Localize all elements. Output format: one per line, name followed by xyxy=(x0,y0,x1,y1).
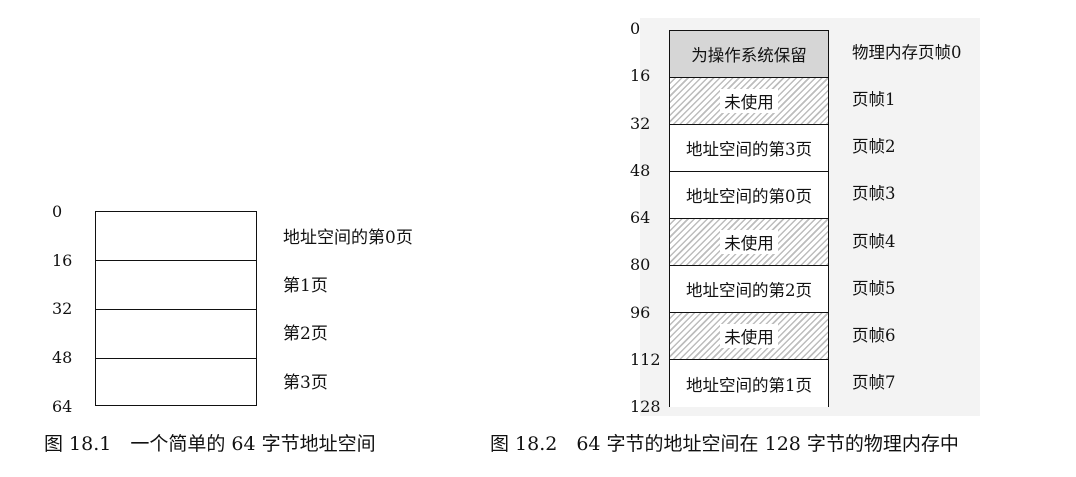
frame-label-1: 页帧1 xyxy=(852,90,896,109)
f2-tick-128: 128 xyxy=(630,397,661,416)
f2-tick-48: 48 xyxy=(630,161,651,180)
frame-cell-4: 未使用 xyxy=(670,219,828,266)
frame-cell-label: 地址空间的第0页 xyxy=(686,187,812,206)
f1-tick-64: 64 xyxy=(52,397,73,416)
f2-tick-16: 16 xyxy=(630,66,651,85)
f2-tick-32: 32 xyxy=(630,114,651,133)
frame-label-6: 页帧6 xyxy=(852,326,896,345)
frame-label-0: 物理内存页帧0 xyxy=(852,43,962,62)
frame-cell-2: 地址空间的第3页 xyxy=(670,125,828,172)
frame-cell-label: 地址空间的第2页 xyxy=(686,281,812,300)
f2-tick-80: 80 xyxy=(630,255,651,274)
page-divider xyxy=(96,358,256,359)
f1-tick-32: 32 xyxy=(52,299,73,318)
frame-cell-5: 地址空间的第2页 xyxy=(670,266,828,313)
f1-tick-48: 48 xyxy=(52,348,73,367)
frame-cell-label: 地址空间的第3页 xyxy=(686,140,812,159)
frame-label-5: 页帧5 xyxy=(852,279,896,298)
frame-cell-1: 未使用 xyxy=(670,78,828,125)
frame-cell-label: 为操作系统保留 xyxy=(691,46,807,65)
physical-memory-column: 为操作系统保留 未使用 地址空间的第3页 地址空间的第0页 未使用 地址空间的第… xyxy=(669,30,829,407)
frame-cell-label: 未使用 xyxy=(720,230,778,254)
page-label-3: 第3页 xyxy=(283,373,328,393)
f2-tick-64: 64 xyxy=(630,208,651,227)
page-label-2: 第2页 xyxy=(283,324,328,344)
frame-cell-label: 未使用 xyxy=(720,89,778,113)
frame-cell-0: 为操作系统保留 xyxy=(670,31,828,78)
page-label-0: 地址空间的第0页 xyxy=(283,228,413,248)
page-divider xyxy=(96,260,256,261)
figure-18-2-caption: 图 18.2 64 字节的地址空间在 128 字节的物理内存中 xyxy=(490,433,959,455)
frame-cell-label: 地址空间的第1页 xyxy=(686,375,812,395)
frame-label-7: 页帧7 xyxy=(852,373,896,392)
frame-cell-6: 未使用 xyxy=(670,313,828,360)
f1-tick-16: 16 xyxy=(52,251,73,270)
figure-18-1-caption: 图 18.1 一个简单的 64 字节地址空间 xyxy=(44,433,376,455)
address-space-box xyxy=(95,211,257,406)
frame-cell-3: 地址空间的第0页 xyxy=(670,172,828,219)
page-label-1: 第1页 xyxy=(283,276,328,296)
frame-cell-label: 未使用 xyxy=(720,324,778,348)
f2-tick-112: 112 xyxy=(630,350,661,369)
frame-label-4: 页帧4 xyxy=(852,232,896,251)
f2-tick-0: 0 xyxy=(630,19,641,38)
frame-label-3: 页帧3 xyxy=(852,184,896,203)
f2-tick-96: 96 xyxy=(630,303,651,322)
frame-label-2: 页帧2 xyxy=(852,137,896,156)
frame-cell-7: 地址空间的第1页 xyxy=(670,360,828,407)
f1-tick-0: 0 xyxy=(52,202,63,221)
page-divider xyxy=(96,309,256,310)
